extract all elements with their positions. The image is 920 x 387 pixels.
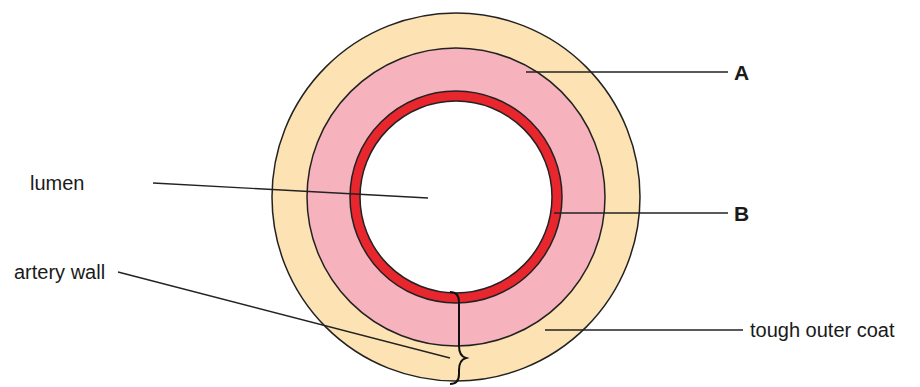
leader-line <box>153 183 428 198</box>
leader-line <box>118 272 450 358</box>
part-label: tough outer coat <box>750 320 895 340</box>
leader-line <box>545 329 743 330</box>
leader-line <box>554 212 728 213</box>
muscle-layer <box>307 48 605 346</box>
part-label: lumen <box>30 173 84 193</box>
part-letter: B <box>734 203 749 224</box>
lumen-space <box>360 101 552 293</box>
part-letter: A <box>734 62 749 83</box>
part-label: artery wall <box>14 262 105 282</box>
leader-line <box>526 71 728 72</box>
lining-layer <box>350 91 562 303</box>
wall-bracket <box>450 292 466 384</box>
